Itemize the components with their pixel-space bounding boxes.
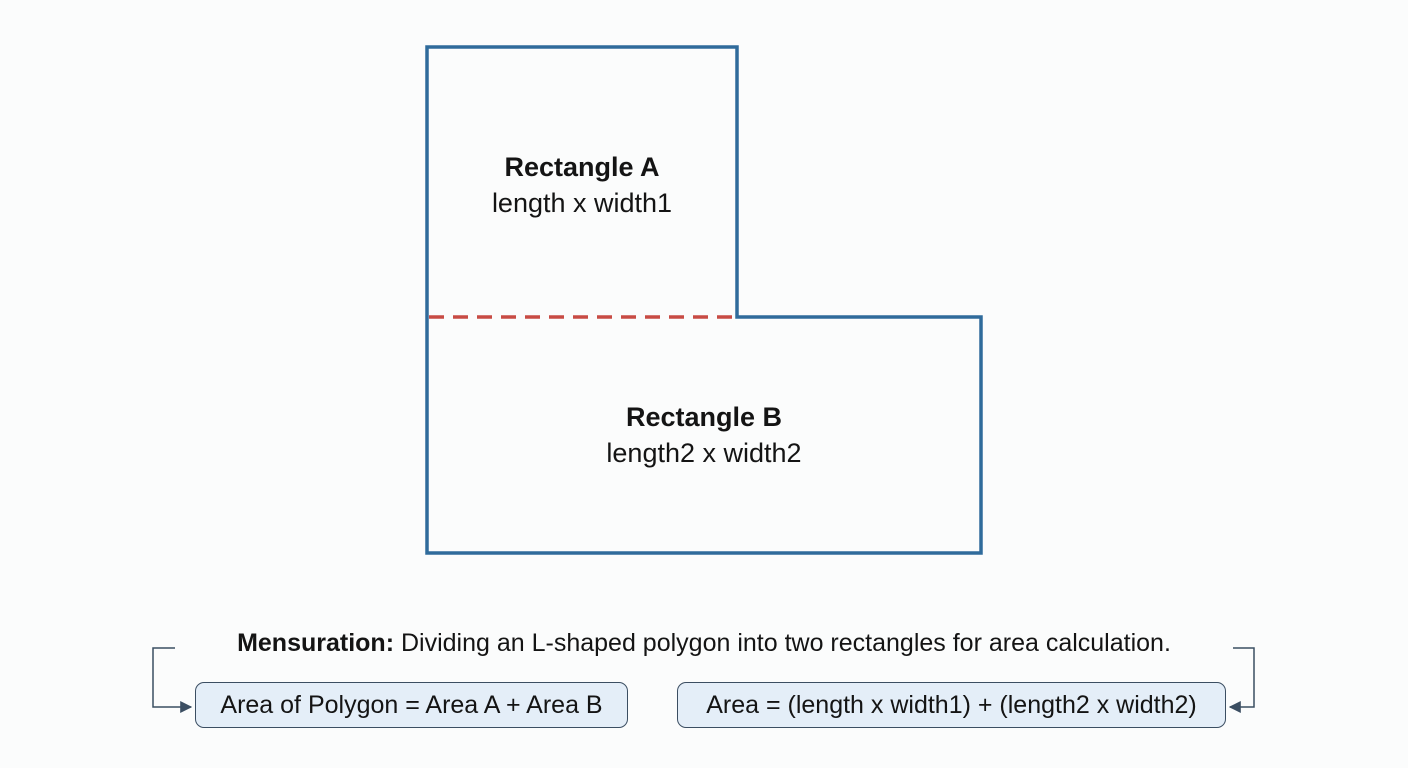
rectangle-a-label: Rectangle A length x width1 [427,150,737,221]
polygon-area-formula-box: Area of Polygon = Area A + Area B [195,682,628,728]
polygon-area-formula: Area of Polygon = Area A + Area B [220,690,603,719]
rectangle-b-formula: length2 x width2 [606,437,802,468]
rectangle-a-formula: length x width1 [491,187,673,218]
rectangle-a-title: Rectangle A [504,152,660,182]
caption-heading: Mensuration: [237,629,395,657]
rectangle-b-label: Rectangle B length2 x width2 [427,400,981,471]
left-connector-arrow [152,647,193,713]
expanded-area-formula: Area = (length x width1) + (length2 x wi… [706,690,1197,719]
caption-text: Dividing an L-shaped polygon into two re… [400,629,1171,657]
right-connector-arrow [1228,647,1255,713]
expanded-area-formula-box: Area = (length x width1) + (length2 x wi… [677,682,1226,728]
l-shaped-polygon [425,45,983,555]
diagram-caption: Mensuration: Dividing an L-shaped polygo… [178,629,1230,658]
rectangle-b-title: Rectangle B [625,402,783,432]
